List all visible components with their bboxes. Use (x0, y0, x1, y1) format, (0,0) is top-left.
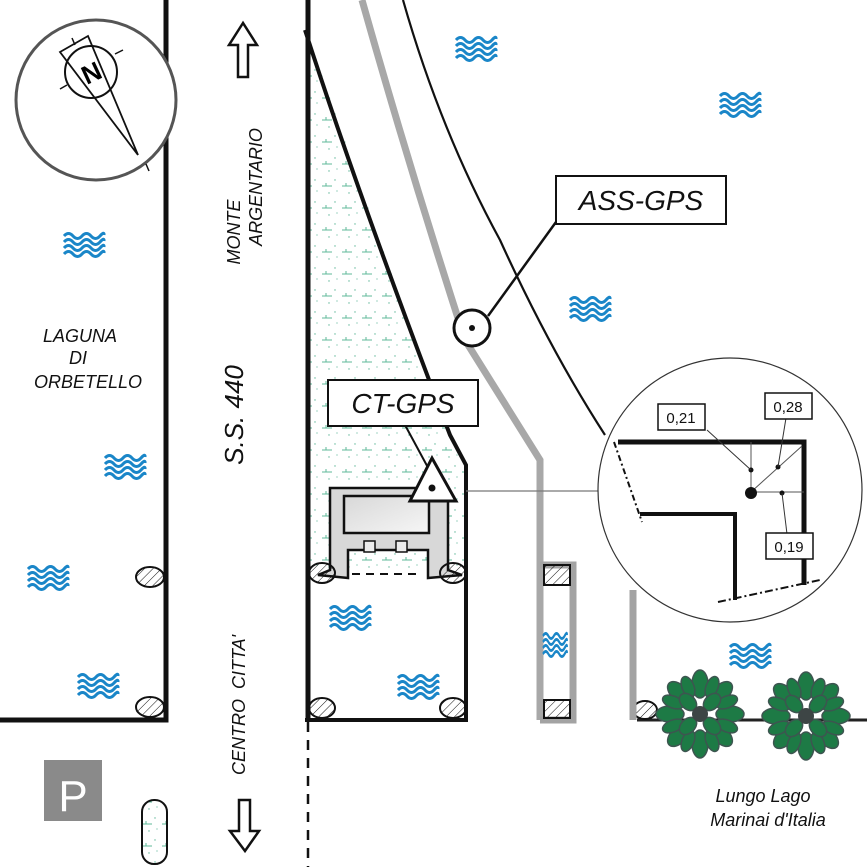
water-waves-icon (728, 642, 772, 669)
tree-icon (655, 669, 745, 759)
building-pillar (395, 540, 408, 553)
water-waves-icon (396, 673, 440, 700)
water-waves-icon (26, 564, 70, 591)
measurement-label: 0,28 (764, 392, 813, 420)
promenade-label-1: Lungo Lago (715, 786, 810, 806)
ct-gps-callout[interactable]: CT-GPS (327, 379, 479, 503)
survey-triangle-icon[interactable] (407, 454, 459, 503)
measurement-label: 0,21 (657, 403, 706, 431)
parking-label: P (58, 772, 87, 821)
planter (141, 799, 168, 865)
direction-north-label-2: ARGENTARIO (246, 128, 266, 247)
arrow-down-icon (227, 798, 262, 854)
road-name-label: S.S. 440 (219, 365, 249, 465)
lagoon-label-3: ORBETELLO (34, 372, 142, 392)
water-waves-icon (541, 631, 569, 658)
water-waves-icon (328, 604, 372, 631)
parking-sign[interactable]: P (44, 760, 102, 821)
hatched-block (543, 699, 571, 719)
gps-point-icon[interactable] (452, 308, 492, 348)
direction-north-label-1: MONTE (224, 199, 244, 265)
svg-text:0,19: 0,19 (774, 539, 803, 556)
water-waves-icon (718, 91, 762, 118)
direction-south-label: CENTRO CITTA' (229, 634, 249, 775)
grass-area (308, 40, 466, 570)
lot-edge (306, 560, 468, 722)
hatched-block (543, 564, 571, 586)
ct-gps-label: CT-GPS (351, 388, 455, 419)
water-waves-icon (568, 295, 612, 322)
compass: N (14, 18, 178, 182)
arrow-up-icon (226, 20, 260, 79)
building-pillar (363, 540, 376, 553)
bollards (135, 562, 658, 720)
shoreline-curve (401, 0, 606, 436)
lot-boundary-curve (303, 29, 468, 722)
lagoon-label-2: DI (69, 348, 87, 368)
water-waves-icon (103, 453, 147, 480)
detail-inset: 0,21 0,28 0,19 (597, 357, 863, 623)
water-waves-icon (454, 35, 498, 62)
strip-outline (540, 561, 577, 724)
ass-gps-label: ASS-GPS (577, 185, 704, 216)
water-waves-icon (76, 672, 120, 699)
promenade-label-2: Marinai d'Italia (710, 810, 826, 830)
ass-gps-callout[interactable]: ASS-GPS (452, 175, 727, 348)
lagoon-label-1: LAGUNA (43, 326, 117, 346)
svg-text:0,28: 0,28 (773, 399, 802, 416)
water-waves-icon (62, 231, 106, 258)
measurement-label: 0,19 (765, 532, 814, 560)
svg-text:0,21: 0,21 (666, 410, 695, 427)
tree-icon (761, 671, 851, 761)
